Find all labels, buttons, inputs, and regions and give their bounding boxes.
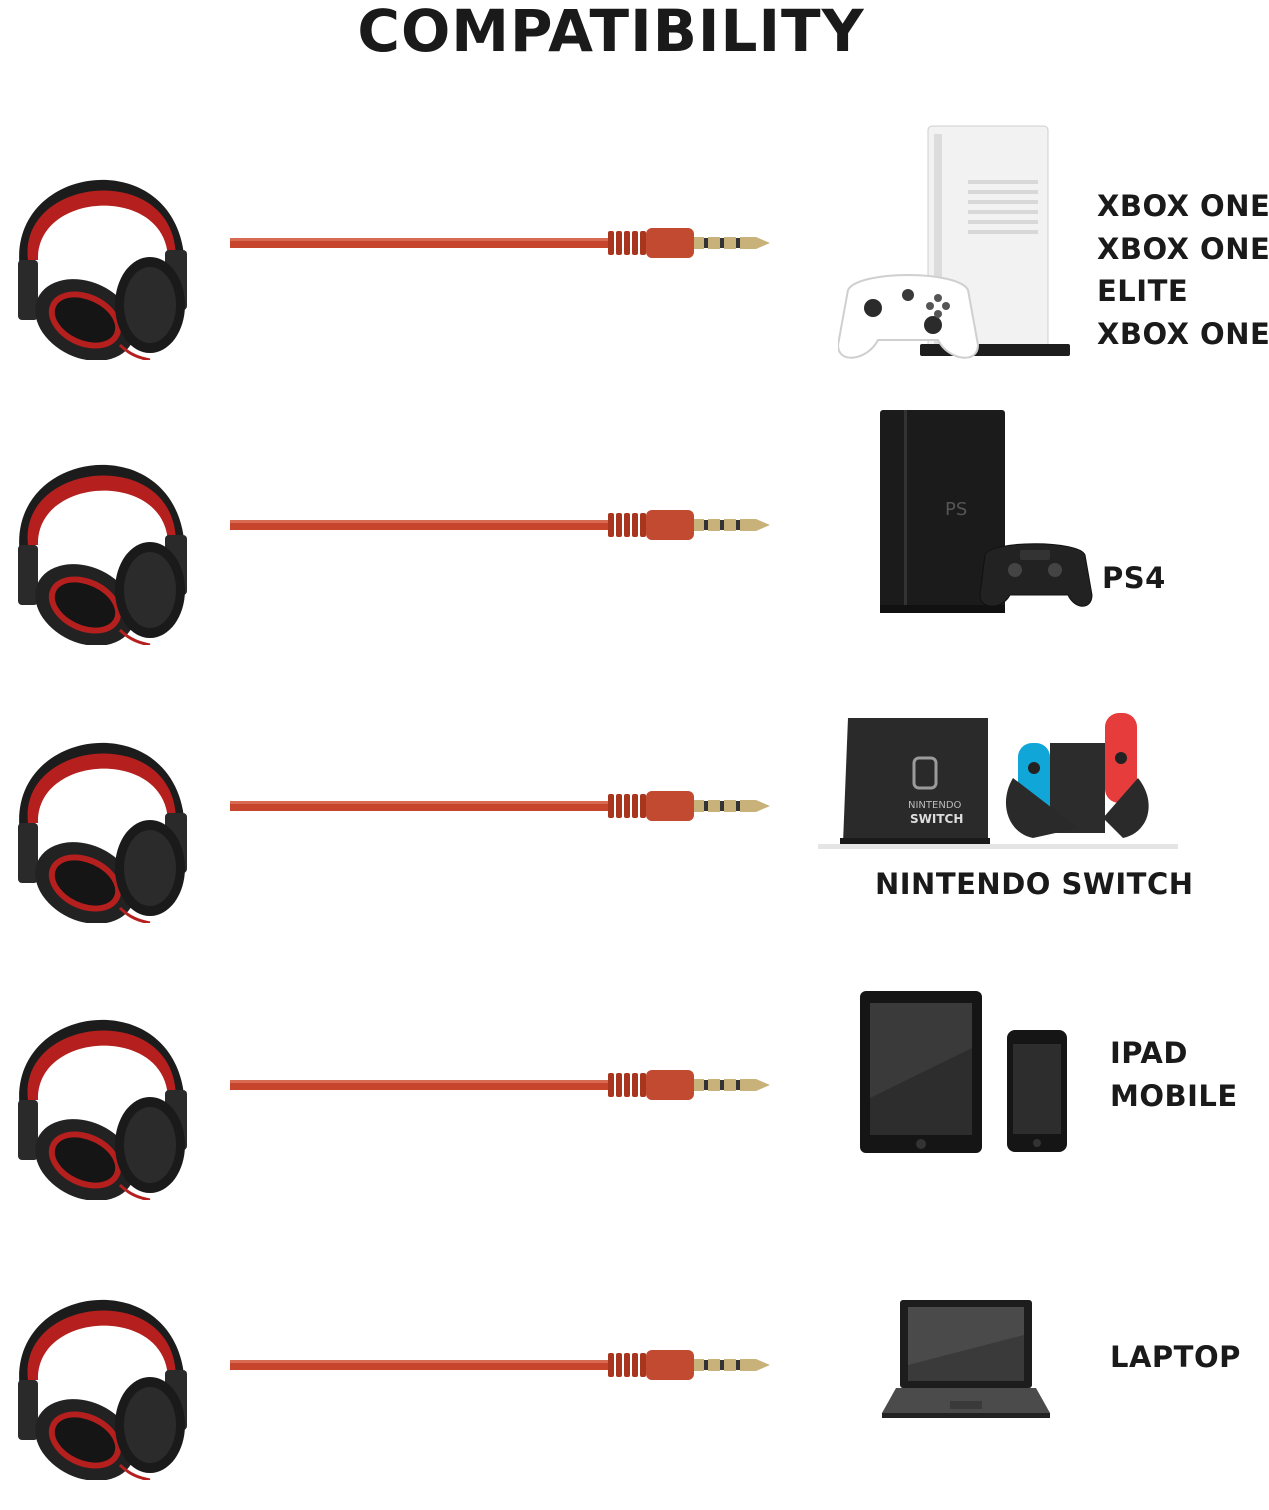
compat-row-ps4: PS PS4 [0,405,1269,675]
svg-text:NINTENDO: NINTENDO [908,800,962,811]
audio-cable-icon [230,791,775,821]
laptop-label: LAPTOP [1110,1336,1241,1379]
xbox-labels: XBOX ONE XBOX ONE S ELITE XBOX ONE X [1097,185,1269,355]
audio-cable-icon [230,228,775,258]
playstation-console-icon: PS [880,410,1093,613]
compat-row-laptop: LAPTOP [0,1240,1269,1510]
headphones-icon [0,1240,200,1480]
headphones-icon [0,405,200,645]
xbox-console-icon [838,125,1070,359]
audio-cable-icon [230,1350,775,1380]
svg-text:PS: PS [945,499,967,520]
ps4-label: PS4 [1102,557,1166,600]
device-label: MOBILE [1110,1078,1238,1113]
headphones-icon [0,683,200,923]
device-label: XBOX ONE [1097,189,1269,223]
audio-cable-icon [230,510,775,540]
compat-row-mobile: IPAD MOBILE [0,960,1269,1230]
svg-text:SWITCH: SWITCH [910,812,963,826]
device-label: ELITE [1097,274,1189,308]
device-label: NINTENDO SWITCH [875,867,1194,901]
audio-cable-icon [230,1070,775,1100]
device-label: XBOX ONE S [1097,231,1269,266]
laptop-icon [882,1300,1050,1418]
headphones-icon [0,960,200,1200]
switch-console-icon: NINTENDO SWITCH [818,713,1178,849]
device-label: IPAD [1110,1036,1188,1070]
mobile-labels: IPAD MOBILE [1110,1032,1238,1117]
compat-row-switch: NINTENDO SWITCH NINTENDO SWITCH [0,683,1269,953]
tablet-phone-icon [860,991,1067,1153]
device-label: LAPTOP [1110,1340,1241,1374]
device-label: XBOX ONE X [1097,316,1269,351]
device-label: PS4 [1102,561,1166,595]
compat-row-xbox: XBOX ONE XBOX ONE S ELITE XBOX ONE X [0,120,1269,390]
headphones-icon [0,120,200,360]
switch-label: NINTENDO SWITCH [875,863,1194,906]
page-title: COMPATIBILITY [357,0,865,65]
